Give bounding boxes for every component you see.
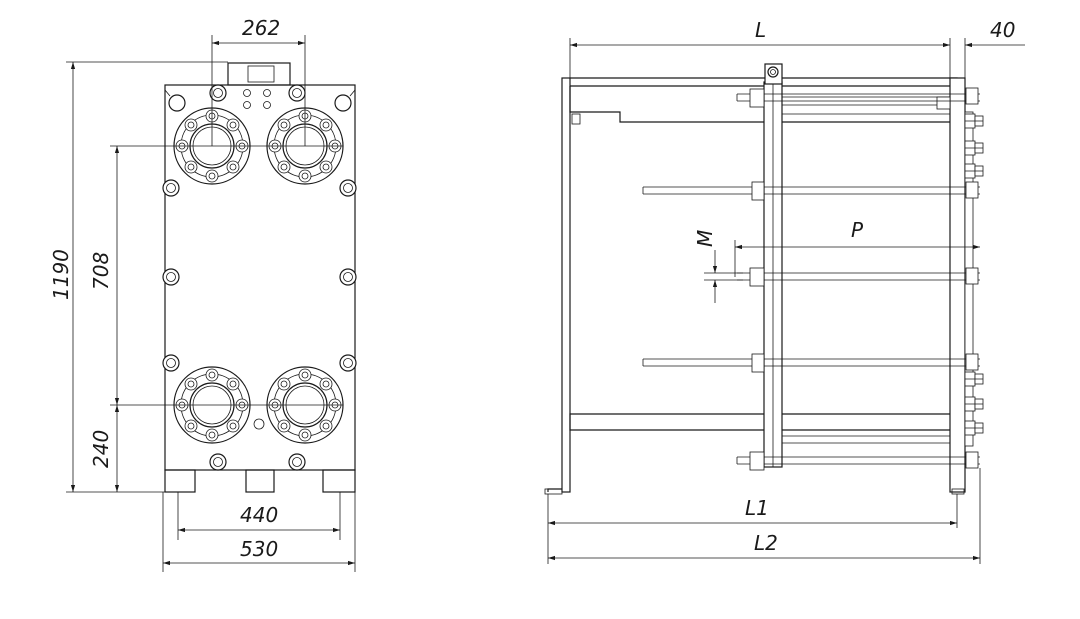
dim-530-label: 530 — [240, 537, 278, 561]
dim-L2-label: L2 — [754, 531, 778, 555]
dim-1190-label: 1190 — [49, 249, 73, 300]
top-connection-lug — [247, 65, 275, 83]
dim-708-label: 708 — [89, 252, 113, 290]
front-extension-lines — [66, 35, 356, 572]
lifting-hole-right — [334, 94, 352, 112]
front-view: 262 1190 708 240 440 530 — [49, 16, 357, 572]
dim-P-label: P — [851, 218, 864, 242]
pressure-plate-nuts — [749, 88, 765, 471]
top-small-holes — [243, 89, 271, 109]
tie-bolt — [339, 268, 357, 286]
tie-bolt — [339, 179, 357, 197]
tie-bolt — [209, 453, 227, 471]
tie-bolt — [339, 354, 357, 372]
tie-bolt — [162, 354, 180, 372]
tie-bolt — [288, 84, 306, 102]
support-column — [949, 77, 966, 493]
support-column-foot — [951, 488, 965, 495]
foot-left — [164, 469, 196, 493]
foot-right — [322, 469, 356, 493]
dim-40-label: 40 — [990, 18, 1015, 42]
tie-bolt — [162, 268, 180, 286]
lifting-hole-left — [168, 94, 186, 112]
drain-hole — [253, 418, 265, 430]
tie-bolt — [162, 179, 180, 197]
side-view: L 40 P M L1 L2 — [544, 18, 1025, 564]
tie-bolt — [288, 453, 306, 471]
foot-center — [245, 469, 275, 493]
fixed-frame-foot — [544, 488, 563, 495]
dim-L-label: L — [755, 18, 766, 42]
dim-240-label: 240 — [89, 430, 113, 468]
side-extension-lines — [547, 38, 981, 564]
column-nuts — [965, 87, 979, 469]
fixed-frame-plate — [561, 77, 571, 493]
dim-M-label: M — [693, 230, 717, 247]
tie-bars — [642, 93, 980, 465]
dim-262-label: 262 — [242, 16, 280, 40]
dim-L1-label: L1 — [745, 496, 769, 520]
dim-440-label: 440 — [240, 503, 278, 527]
